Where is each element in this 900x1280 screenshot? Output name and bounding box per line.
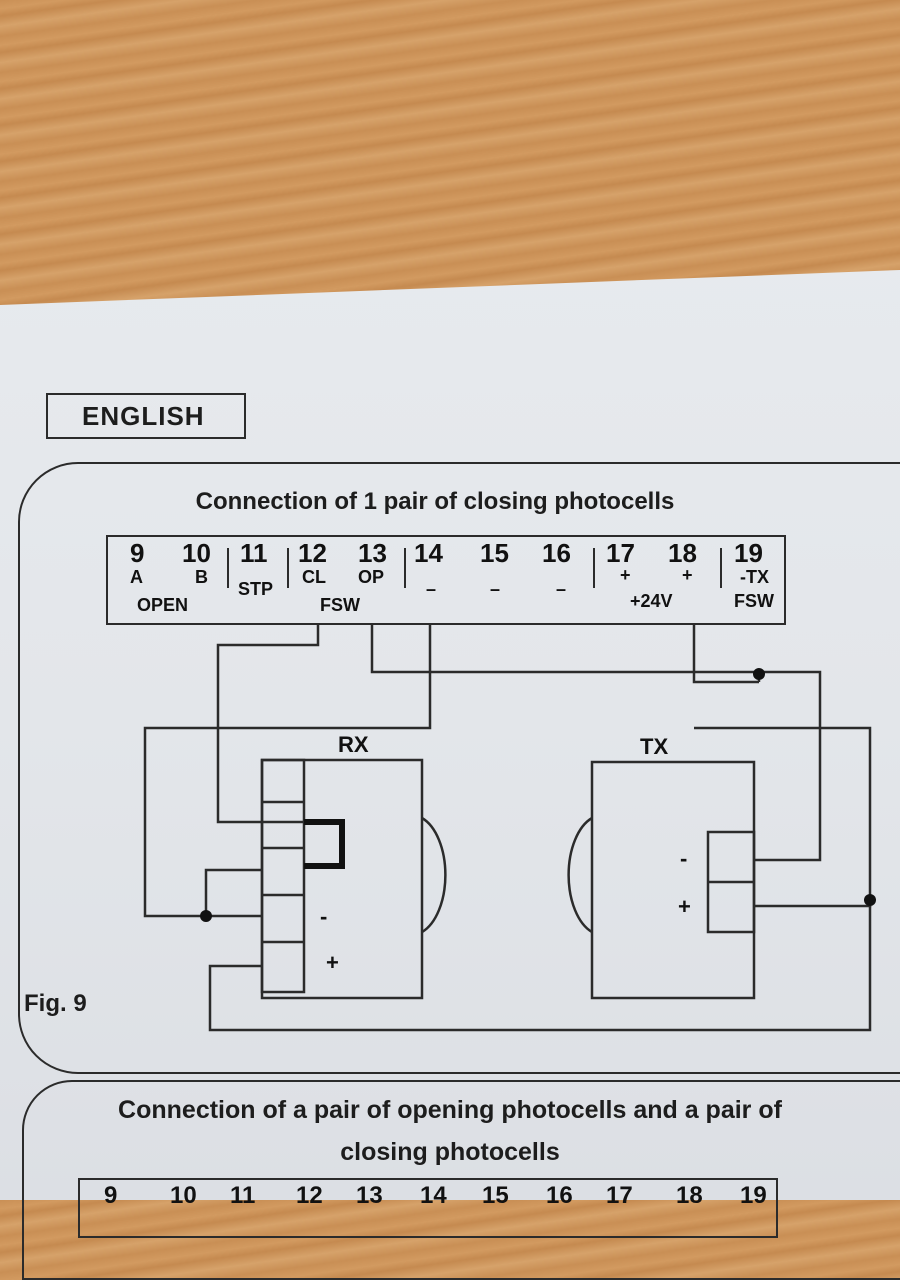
terminal-15-number: 15 <box>480 538 509 568</box>
terminal-18-label: + <box>682 565 693 585</box>
terminal-separator <box>404 548 406 588</box>
rx-jumper <box>304 819 345 869</box>
diagram2-terminal-19: 19 <box>740 1182 767 1209</box>
terminal-19-label: -TX <box>740 567 769 587</box>
diagram2-title-line2: closing photocells <box>340 1138 560 1166</box>
terminal-17-label: + <box>620 565 631 585</box>
terminal-separator <box>593 548 595 588</box>
rx-plus-label: + <box>326 950 339 975</box>
wiring-diagram <box>143 624 876 1032</box>
terminal-19-number: 19 <box>734 538 763 568</box>
terminal-15-label: – <box>490 579 501 599</box>
rx-minus-label: - <box>320 904 328 929</box>
junction-dot <box>864 894 876 906</box>
diagram-frame <box>18 462 900 1074</box>
diagram2-terminal-11: 11 <box>230 1182 256 1209</box>
terminal-10-label: B <box>195 567 208 587</box>
rx-lens <box>421 816 447 934</box>
power-group-label: +24V <box>630 591 673 611</box>
language-text: ENGLISH <box>82 400 205 431</box>
tx-label: TX <box>640 734 669 759</box>
junction-dot <box>200 910 212 922</box>
tx-minus-label: - <box>680 846 688 871</box>
terminal-12-number: 12 <box>298 538 327 568</box>
language-label: ENGLISH <box>46 393 246 439</box>
diagram2-terminal-13: 13 <box>356 1182 383 1209</box>
diagram2-terminal-17: 17 <box>606 1182 633 1209</box>
open-group-label: OPEN <box>137 595 189 615</box>
diagram2-terminal-14: 14 <box>420 1182 447 1209</box>
terminal-9-label: A <box>130 567 143 587</box>
rx-terminal-strip <box>260 758 306 994</box>
terminal-13-label: OP <box>358 567 385 587</box>
terminal-separator <box>287 548 289 588</box>
diagram-title: Connection of 1 pair of closing photocel… <box>195 488 675 515</box>
terminal-16-number: 16 <box>542 538 571 568</box>
diagram2-terminal-10: 10 <box>170 1182 197 1209</box>
manual-page <box>0 270 900 1200</box>
terminal-16-label: – <box>556 579 567 599</box>
diagram2-terminal-15: 15 <box>482 1182 509 1209</box>
tx-plus-label: + <box>678 894 691 919</box>
terminal-10-number: 10 <box>182 538 211 568</box>
terminal-11-number: 11 <box>240 538 268 568</box>
fsw-group-label: FSW <box>320 595 360 615</box>
terminal-12-label: CL <box>302 567 326 587</box>
rx-label: RX <box>338 732 369 757</box>
fsw-tx-group-label: FSW <box>734 591 774 611</box>
diagram2-terminal-12: 12 <box>296 1182 323 1209</box>
terminal-9-number: 9 <box>130 538 145 568</box>
diagram2-title-line1: Connection of a pair of opening photocel… <box>118 1096 782 1124</box>
terminal-17-number: 17 <box>606 538 635 568</box>
tx-device-box <box>590 760 756 1000</box>
terminal-18-number: 18 <box>668 538 697 568</box>
terminal-14-label: – <box>426 579 437 599</box>
diagram2-terminal-9: 9 <box>104 1182 118 1209</box>
diagram2-terminal-18: 18 <box>676 1182 703 1209</box>
terminal-separator <box>720 548 722 588</box>
figure-label: Fig. 9 <box>24 990 87 1017</box>
junction-dot <box>753 668 765 680</box>
terminal-13-number: 13 <box>358 538 387 568</box>
terminal-11-label: STP <box>238 579 274 599</box>
diagram2-terminal-16: 16 <box>546 1182 573 1209</box>
terminal-block <box>106 535 786 625</box>
terminal-14-number: 14 <box>414 538 443 568</box>
tx-lens <box>567 816 593 934</box>
rx-device-box <box>260 758 424 1000</box>
terminal-separator <box>227 548 229 588</box>
